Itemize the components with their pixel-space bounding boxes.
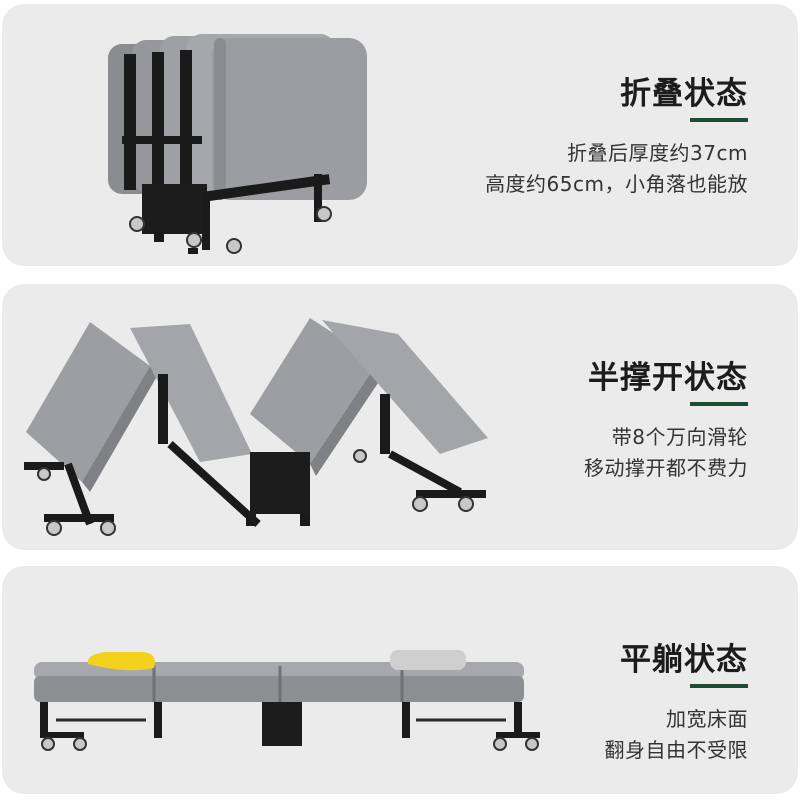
description-line: 加宽床面: [666, 707, 748, 731]
pillow-icon: [87, 652, 155, 671]
section-title-flat: 平躺状态: [620, 642, 748, 678]
folded-state-panel: 折叠状态 折叠后厚度约37cm 高度约65cm，小角落也能放: [2, 4, 798, 266]
half-open-bed-image: [24, 318, 488, 536]
section-description-flat: 加宽床面 翻身自由不受限: [605, 704, 749, 766]
folded-bed-image: [108, 34, 367, 254]
accent-bar: [690, 684, 748, 688]
description-line: 折叠后厚度约37cm: [567, 141, 748, 165]
accent-bar: [690, 118, 748, 122]
accent-bar: [690, 402, 748, 406]
description-line: 带8个万向滑轮: [611, 425, 748, 449]
flat-bed-image: [34, 650, 540, 751]
section-description-half-open: 带8个万向滑轮 移动撑开都不费力: [584, 422, 748, 484]
section-description-folded: 折叠后厚度约37cm 高度约65cm，小角落也能放: [485, 138, 748, 200]
section-title-half-open: 半撑开状态: [588, 360, 748, 396]
description-line: 高度约65cm，小角落也能放: [485, 172, 748, 196]
description-line: 翻身自由不受限: [604, 738, 748, 762]
description-line: 移动撑开都不费力: [584, 456, 748, 480]
section-title-folded: 折叠状态: [620, 76, 748, 112]
half-open-state-panel: 半撑开状态 带8个万向滑轮 移动撑开都不费力: [2, 284, 798, 550]
flat-state-panel: 平躺状态 加宽床面 翻身自由不受限: [2, 566, 798, 794]
